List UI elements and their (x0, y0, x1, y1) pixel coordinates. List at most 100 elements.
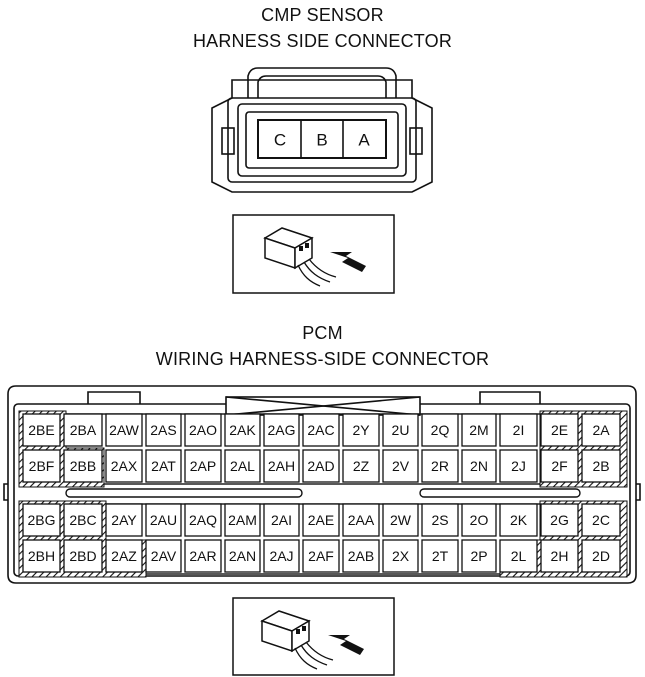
pcm-pin-label: 2G (550, 512, 569, 528)
pcm-pin-label: 2AG (267, 422, 295, 438)
pcm-pin-cell (224, 503, 261, 537)
cmp-pin-a: A (358, 131, 370, 150)
pcm-pin-label: 2Q (431, 422, 450, 438)
pcm-pin-cell (302, 539, 340, 573)
pcm-pin-cell (540, 413, 579, 447)
pcm-pin-cell (461, 449, 497, 483)
pcm-pin-label: 2AQ (189, 512, 217, 528)
pcm-pin-cell (581, 539, 621, 573)
pcm-pin-cell (342, 503, 380, 537)
pcm-title-line1: PCM (302, 323, 343, 343)
pcm-pin-label: 2BG (27, 512, 55, 528)
pcm-pin-label: 2BC (69, 512, 96, 528)
pcm-pin-label: 2D (592, 548, 610, 564)
pcm-pin-label: 2BH (28, 548, 55, 564)
pcm-pin-label: 2BE (28, 422, 54, 438)
pcm-pin-label: 2N (470, 458, 488, 474)
pcm-pin-label: 2AD (307, 458, 334, 474)
pcm-pin-label: 2X (392, 548, 410, 564)
pcm-pin-cell (342, 539, 380, 573)
pcm-pin-cell (63, 539, 103, 573)
pcm-pin-label: 2E (551, 422, 568, 438)
pcm-pin-label: 2M (469, 422, 488, 438)
pcm-pin-label: 2U (392, 422, 410, 438)
pcm-pin-cell (461, 413, 497, 447)
pcm-pin-cell (105, 413, 143, 447)
pcm-pin-cell (581, 503, 621, 537)
pcm-pin-label: 2AX (111, 458, 138, 474)
cmp-pin-c: C (274, 131, 286, 150)
pcm-pin-cell (263, 503, 300, 537)
cmp-pin-b: B (316, 131, 327, 150)
pcm-pin-label: 2S (431, 512, 448, 528)
pcm-pin-label: 2AJ (269, 548, 293, 564)
pcm-pin-cell (342, 449, 380, 483)
pcm-pin-cell (499, 449, 538, 483)
pcm-pin-label: 2AO (189, 422, 217, 438)
pcm-pin-cell (22, 449, 61, 483)
pcm-pin-label: 2BA (70, 422, 97, 438)
pcm-pin-label: 2AA (348, 512, 375, 528)
pcm-pin-cell (302, 449, 340, 483)
pcm-pin-label: 2AI (271, 512, 292, 528)
pcm-pin-label: 2AS (150, 422, 176, 438)
pcm-pin-label: 2AM (228, 512, 257, 528)
pcm-pin-cell (63, 503, 103, 537)
pcm-pin-label: 2W (390, 512, 412, 528)
pcm-pin-label: 2AP (190, 458, 216, 474)
pcm-pin-label: 2O (470, 512, 489, 528)
pcm-pin-cell (105, 539, 143, 573)
cmp-connector (211, 67, 433, 193)
pcm-pin-cell (22, 503, 61, 537)
cmp-title-line1: CMP SENSOR (261, 5, 384, 25)
pcm-pin-label: 2T (432, 548, 449, 564)
pcm-pin-label: 2AU (150, 512, 177, 528)
pcm-pin-cell (145, 503, 182, 537)
connector-view-arrow-icon (232, 597, 395, 676)
pcm-pin-cell (382, 503, 419, 537)
pcm-pin-label: 2R (431, 458, 449, 474)
pcm-pin-cell (224, 539, 261, 573)
pcm-pin-cell (461, 503, 497, 537)
pcm-pin-cell (263, 413, 300, 447)
pcm-pin-label: 2J (511, 458, 526, 474)
pcm-pin-label: 2AV (151, 548, 177, 564)
pcm-pin-cell (184, 449, 222, 483)
pcm-pin-cell (382, 539, 419, 573)
pcm-pin-cell (145, 413, 182, 447)
pcm-pin-cell (421, 449, 459, 483)
pcm-pin-cell (499, 539, 538, 573)
pcm-pin-cell (63, 413, 103, 447)
pcm-pin-cell (302, 503, 340, 537)
pcm-pin-label: 2A (592, 422, 610, 438)
pcm-pin-cell (224, 413, 261, 447)
pcm-pin-label: 2AC (307, 422, 334, 438)
pcm-pin-label: 2AN (229, 548, 256, 564)
pcm-pin-cell (145, 449, 182, 483)
pcm-pin-cell (263, 449, 300, 483)
pcm-title-line2: WIRING HARNESS-SIDE CONNECTOR (155, 349, 490, 369)
pcm-pin-label: 2H (551, 548, 569, 564)
pcm-pin-cell (581, 413, 621, 447)
pcm-pin-label: 2Y (352, 422, 370, 438)
pcm-pin-cell (540, 539, 579, 573)
pcm-pin-label: 2BF (29, 458, 55, 474)
pcm-pin-label: 2AH (268, 458, 295, 474)
pcm-pin-cell (224, 449, 261, 483)
pcm-pin-cell (184, 539, 222, 573)
pcm-pin-label: 2AY (111, 512, 137, 528)
pcm-pin-cell (499, 413, 538, 447)
pcm-pin-label: 2AE (308, 512, 334, 528)
pcm-pin-label: 2AK (229, 422, 256, 438)
cmp-title-line2: HARNESS SIDE CONNECTOR (192, 31, 453, 51)
pcm-pin-label: 2Z (353, 458, 370, 474)
pcm-pin-cell (461, 539, 497, 573)
pcm-pin-cell (184, 503, 222, 537)
pcm-pin-cell (145, 539, 182, 573)
pcm-pin-label: 2I (513, 422, 525, 438)
pcm-pin-label: 2BB (70, 458, 96, 474)
pcm-pin-label: 2AR (189, 548, 216, 564)
pcm-pin-cell (263, 539, 300, 573)
